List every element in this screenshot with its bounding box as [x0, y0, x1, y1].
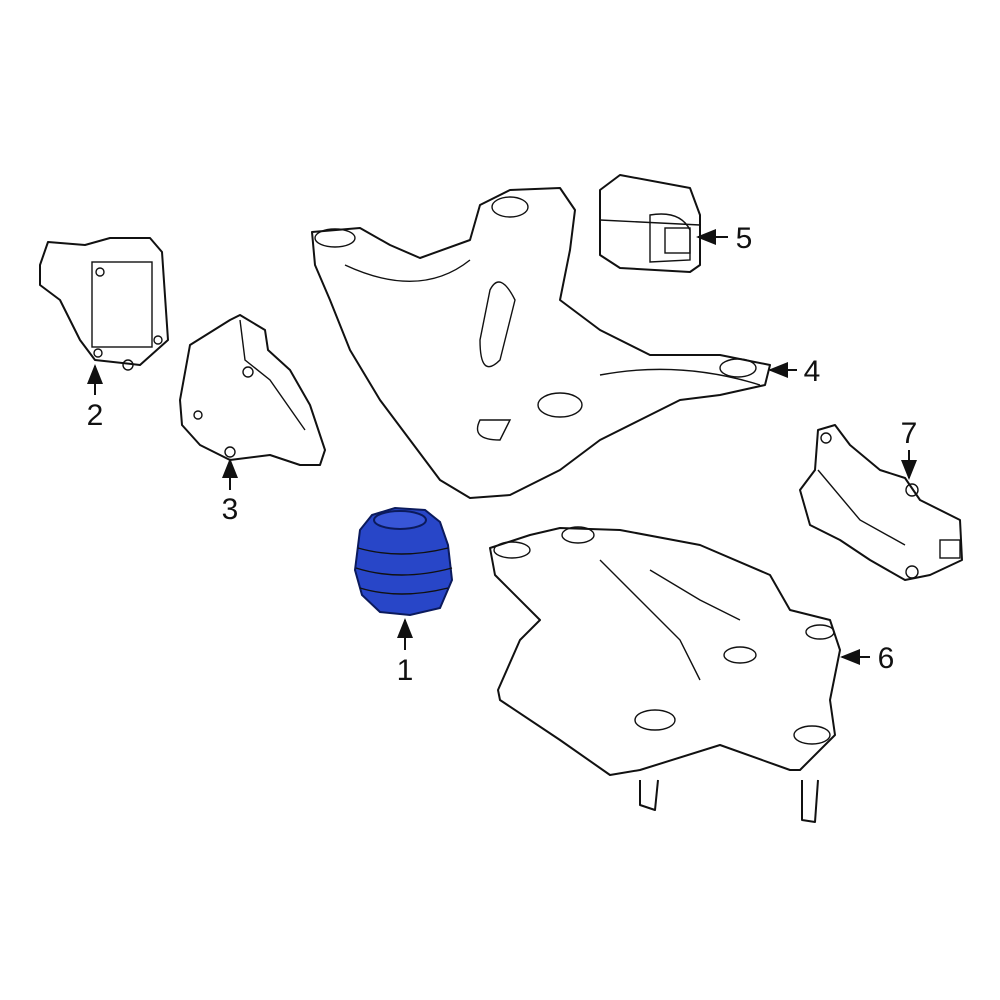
part-6-mount-bracket[interactable] — [489, 526, 841, 823]
part-1-engine-mount[interactable] — [353, 506, 454, 617]
part-1-body[interactable] — [353, 506, 454, 617]
callout-label-5: 5 — [736, 222, 753, 255]
callout-label-2: 2 — [87, 399, 104, 432]
callout-7[interactable]: 7 — [901, 417, 918, 480]
part-2-bracket[interactable] — [39, 237, 169, 371]
part-3-bracket[interactable] — [179, 314, 326, 466]
callout-label-1: 1 — [397, 654, 414, 687]
callout-5[interactable]: 5 — [696, 222, 753, 255]
callout-6[interactable]: 6 — [840, 642, 895, 675]
callout-4[interactable]: 4 — [768, 355, 821, 388]
part-5-mount[interactable] — [599, 174, 701, 273]
callout-3[interactable]: 3 — [222, 458, 239, 526]
callout-label-7: 7 — [901, 417, 918, 450]
part-4-transmission-crossmember[interactable] — [311, 187, 771, 499]
callout-2[interactable]: 2 — [87, 364, 104, 432]
callout-label-3: 3 — [222, 493, 239, 526]
callout-label-6: 6 — [878, 642, 895, 675]
part-7-bracket[interactable] — [799, 424, 963, 581]
callout-label-4: 4 — [804, 355, 821, 388]
callout-1[interactable]: 1 — [397, 618, 414, 687]
